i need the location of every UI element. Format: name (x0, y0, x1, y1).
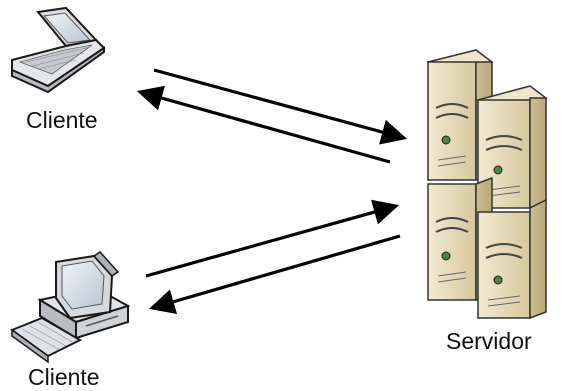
arrow-server-to-client-bottom (148, 234, 401, 315)
server-unit (477, 198, 547, 320)
client-top-label: Cliente (26, 107, 98, 133)
arrows (136, 68, 408, 315)
arrow-client-bottom-to-server (145, 199, 400, 278)
arrow-client-top-to-server (153, 68, 408, 145)
server-unit (476, 85, 548, 210)
server-label: Servidor (446, 328, 532, 354)
client-bottom-label: Cliente (28, 364, 100, 390)
arrow-server-to-client-top (136, 85, 391, 164)
server-rack-icon (426, 49, 548, 320)
desktop-computer-icon (9, 251, 131, 364)
laptop-icon (11, 6, 106, 94)
